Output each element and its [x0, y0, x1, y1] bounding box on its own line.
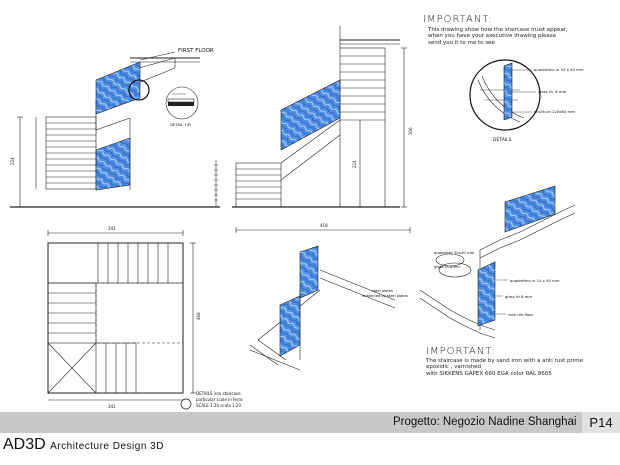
elevation-middle	[232, 26, 407, 208]
stair-3d-view-2	[419, 204, 576, 339]
brand-logo: AD3D Architecture Design 3D	[3, 436, 164, 454]
note-reinforced: reinforced by steel plates	[362, 294, 408, 298]
svg-text:glass th 8 mm: glass th 8 mm	[505, 294, 532, 299]
note-top-body: This drawing show how the staircase must…	[428, 27, 568, 46]
glass-panel	[280, 79, 341, 151]
brand-name: AD3D	[3, 436, 46, 453]
stair-3d-view-1	[249, 269, 396, 371]
note-bottom-body: The staircase is made by sand iron with …	[426, 358, 584, 377]
footer-band	[0, 412, 620, 433]
callouts-3d: quadretto 30x40 mm glass th 8mm quadrati…	[434, 250, 560, 317]
svg-text:rack tile floor: rack tile floor	[508, 312, 534, 317]
dim-overall: 418	[320, 223, 328, 228]
callouts-detail: quadratino in 54 x 40 mm glass th. 8 mm …	[534, 67, 584, 114]
glass-panel	[279, 295, 301, 357]
drawing-sheet: FIRST FLOOR DETAIL 1/B 224 306 224	[10, 26, 584, 410]
detail-marker-circle	[128, 79, 150, 101]
svg-text:glass th 8mm: glass th 8mm	[434, 264, 460, 269]
brand-tagline: Architecture Design 3D	[50, 441, 164, 452]
svg-text:quadretto 30x40 mm: quadretto 30x40 mm	[434, 250, 475, 255]
project-title: Progetto: Negozio Nadine Shanghai	[393, 416, 577, 428]
dim-plan-height: 468	[196, 312, 201, 320]
dim-height-3: 224	[352, 160, 357, 168]
svg-text:particular scale in ferro: particular scale in ferro	[196, 397, 243, 402]
detail-circle-view	[469, 59, 541, 131]
svg-text:struttura 120x60 mm: struttura 120x60 mm	[534, 109, 575, 114]
glass-panel	[95, 137, 131, 191]
detail-1b	[165, 86, 199, 120]
label-detail-1b: DETAIL 1/B	[170, 122, 191, 127]
dim-plan-width-bottom: 341	[108, 404, 116, 409]
note-bottom-heading: IMPORTANT:	[426, 346, 496, 357]
svg-text:DETAILS iron staircase: DETAILS iron staircase	[196, 391, 241, 396]
svg-text:quadratino in 14 x 40 mm: quadratino in 14 x 40 mm	[510, 278, 560, 283]
note-steel-plates: steel plates	[372, 289, 393, 293]
elevation-left-lower-steps	[45, 116, 97, 190]
glass-panel	[504, 185, 556, 233]
glass-panel	[299, 245, 319, 299]
label-details: DETAILS	[493, 137, 512, 143]
dim-plan-width-top: 341	[108, 226, 116, 231]
glass-panel	[477, 261, 496, 327]
dim-height-1: 224	[10, 157, 15, 165]
note-top-heading: IMPORTANT:	[423, 14, 493, 25]
label-first-floor: FIRST FLOOR	[178, 48, 214, 54]
svg-text:glass th. 8 mm: glass th. 8 mm	[538, 89, 567, 94]
plan-view	[47, 227, 411, 401]
glass-panel	[95, 61, 141, 115]
level-ruler	[214, 160, 218, 207]
page-number: P14	[582, 412, 620, 433]
dim-height-2: 306	[408, 127, 413, 135]
svg-text:quadratino in 54 x 40 mm: quadratino in 54 x 40 mm	[534, 67, 584, 72]
details-caption: DETAILS iron staircase particular scale …	[180, 391, 243, 410]
svg-text:SCALE 1:20 scala 1:20: SCALE 1:20 scala 1:20	[196, 403, 241, 408]
